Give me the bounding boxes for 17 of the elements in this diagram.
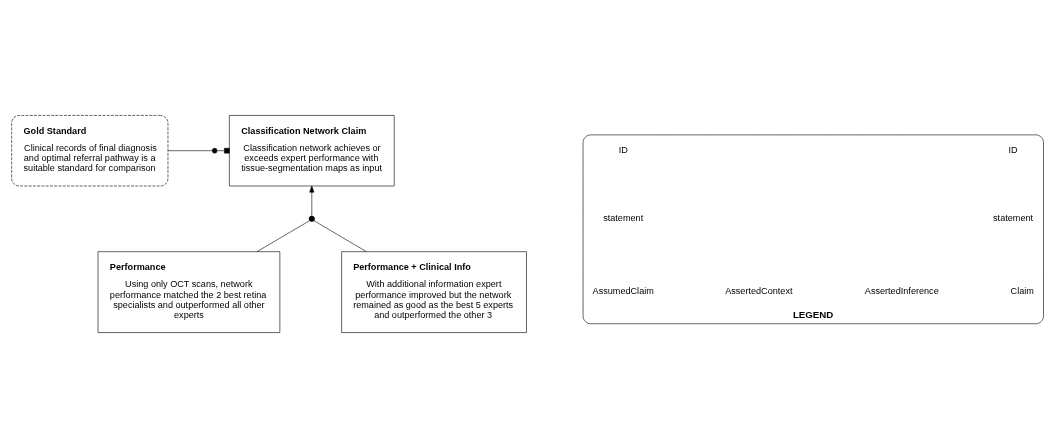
label: ID bbox=[1008, 144, 1018, 155]
connector bbox=[313, 219, 367, 252]
node-box: Classification Network Claim Classification network achieves or exceeds expert performance with tissue-segmentation maps as input bbox=[229, 114, 395, 186]
connector bbox=[167, 147, 230, 153]
legend-label: AssertedContext bbox=[725, 285, 793, 296]
connector bbox=[256, 219, 310, 252]
label: ID bbox=[618, 144, 628, 155]
label: statement bbox=[993, 212, 1034, 223]
legend-label: AssumedClaim bbox=[592, 285, 654, 296]
node-box: Performance Using only OCT scans, network performance matched the 2 best retina specialists and outperformed all other experts bbox=[97, 250, 281, 333]
node-box: Performance + Clinical Info With additional information expert performance improved but the network remained as good as the best 5 experts and outperformed the other 3 bbox=[341, 250, 527, 333]
node-circle bbox=[308, 215, 315, 222]
node-box: Gold Standard Clinical records of final diagnosis and optimal referral pathway is a suitable standard for comparison bbox=[11, 114, 169, 186]
legend-label: Claim bbox=[1010, 285, 1034, 296]
label: statement bbox=[603, 212, 644, 223]
arrow bbox=[309, 185, 315, 216]
legend-label: AssertedInference bbox=[864, 285, 939, 296]
